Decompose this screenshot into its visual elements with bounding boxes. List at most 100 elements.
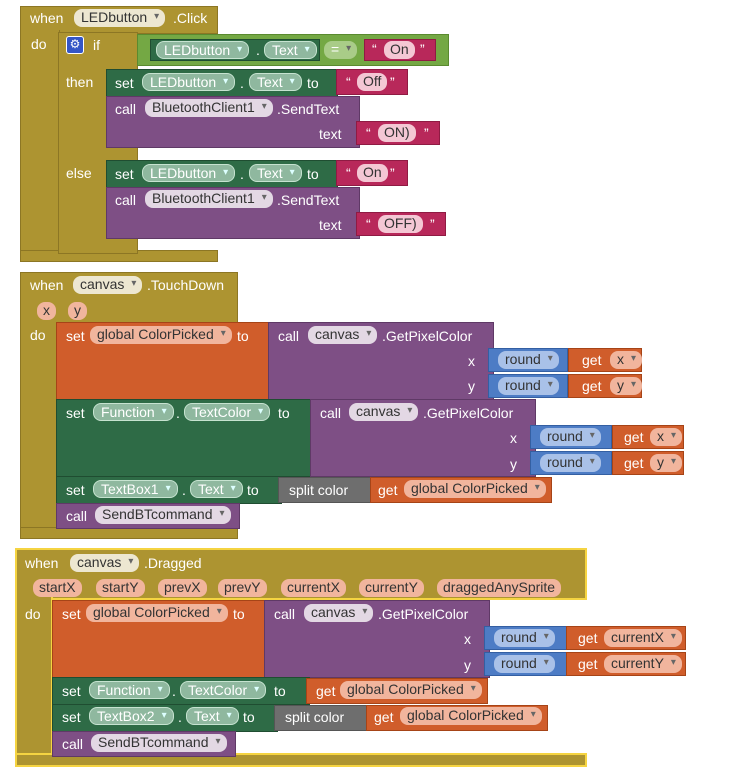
component-dropdown[interactable]: LEDbutton bbox=[74, 9, 166, 27]
td-text-dropdown[interactable]: Text bbox=[190, 480, 243, 498]
td-canvas-dropdown-2[interactable]: canvas bbox=[349, 403, 419, 421]
dr-textbox-dropdown[interactable]: TextBox2 bbox=[89, 707, 174, 725]
else-prop-dropdown[interactable]: Text bbox=[249, 164, 302, 182]
else-value[interactable]: On bbox=[357, 164, 388, 182]
dot-sep: . bbox=[240, 75, 244, 91]
else-client-dropdown[interactable]: BluetoothClient1 bbox=[145, 190, 273, 208]
get-label: get bbox=[624, 455, 644, 471]
then-send-value[interactable]: ON) bbox=[378, 124, 416, 142]
getpixel-call-block-2[interactable] bbox=[310, 399, 536, 477]
round-dropdown-y2[interactable]: round bbox=[540, 454, 601, 472]
to-label: to bbox=[307, 166, 319, 182]
dr-event-name: .Dragged bbox=[144, 555, 202, 571]
text-param-label: text bbox=[319, 217, 342, 233]
cond-value[interactable]: On bbox=[384, 41, 415, 59]
round-dropdown-y[interactable]: round bbox=[498, 377, 559, 395]
dr-textcolor-dropdown[interactable]: TextColor bbox=[180, 681, 267, 699]
round-dropdown-x[interactable]: round bbox=[498, 351, 559, 369]
td-component-dropdown[interactable]: canvas bbox=[73, 276, 143, 294]
do-label: do bbox=[31, 36, 47, 52]
x-param-label: x bbox=[510, 430, 517, 446]
set-label: set bbox=[115, 75, 134, 91]
get-y-dropdown[interactable]: y bbox=[610, 377, 642, 395]
then-value[interactable]: Off bbox=[357, 73, 388, 91]
param-currentY[interactable]: currentY bbox=[359, 579, 424, 597]
else-component-dropdown[interactable]: LEDbutton bbox=[142, 164, 236, 182]
param-currentX[interactable]: currentX bbox=[281, 579, 346, 597]
td-canvas-dropdown[interactable]: canvas bbox=[308, 326, 378, 344]
dr-get-y-dropdown[interactable]: currentY bbox=[604, 655, 682, 673]
dr-text-dropdown[interactable]: Text bbox=[186, 707, 239, 725]
call-label: call bbox=[66, 508, 88, 524]
dr-function-dropdown[interactable]: Function bbox=[89, 681, 170, 699]
dr-round-dropdown-x[interactable]: round bbox=[494, 629, 555, 647]
dr-round-dropdown-y[interactable]: round bbox=[494, 655, 555, 673]
dr-component-dropdown[interactable]: canvas bbox=[70, 554, 140, 572]
td-procedure-dropdown[interactable]: SendBTcommand bbox=[95, 506, 231, 524]
rq: ” bbox=[390, 74, 395, 90]
param-prevX[interactable]: prevX bbox=[158, 579, 207, 597]
cond-prop-dropdown[interactable]: Text bbox=[264, 41, 317, 59]
lq: “ bbox=[366, 216, 371, 232]
to-label: to bbox=[278, 405, 290, 421]
td-get-global-dropdown[interactable]: global ColorPicked bbox=[404, 480, 546, 498]
mutator-gear-icon[interactable]: ⚙ bbox=[66, 36, 84, 54]
y-param-label: y bbox=[510, 456, 517, 472]
get-label: get bbox=[582, 352, 602, 368]
dot-sep: . bbox=[240, 166, 244, 182]
to-label: to bbox=[307, 75, 319, 91]
then-prop-dropdown[interactable]: Text bbox=[249, 73, 302, 91]
when-label: when bbox=[25, 555, 59, 571]
to-label: to bbox=[237, 328, 249, 344]
get-x-dropdown-2[interactable]: x bbox=[650, 428, 682, 446]
when-label: when bbox=[30, 10, 64, 26]
td-function-dropdown[interactable]: Function bbox=[93, 403, 174, 421]
set-label: set bbox=[62, 606, 81, 622]
to-label: to bbox=[233, 606, 245, 622]
dr-getpixel-call-block[interactable] bbox=[264, 600, 490, 678]
set-label: set bbox=[62, 709, 81, 725]
else-send-value[interactable]: OFF) bbox=[378, 215, 423, 233]
split-color-block[interactable] bbox=[278, 477, 372, 503]
event-name: .Click bbox=[173, 10, 208, 26]
td-textbox-dropdown[interactable]: TextBox1 bbox=[93, 480, 178, 498]
get-y-dropdown-2[interactable]: y bbox=[650, 454, 682, 472]
do-label: do bbox=[30, 327, 46, 343]
touchdown-event-block[interactable] bbox=[20, 272, 238, 326]
getpixel-call-block[interactable] bbox=[268, 322, 494, 400]
split-color-label: split color bbox=[285, 709, 345, 725]
param-draggedAnySprite[interactable]: draggedAnySprite bbox=[437, 579, 562, 597]
dot-sep: . bbox=[182, 482, 186, 498]
set-label: set bbox=[115, 166, 134, 182]
then-method: .SendText bbox=[277, 101, 340, 117]
y-param-label: y bbox=[464, 657, 471, 673]
dr-get-x-dropdown[interactable]: currentX bbox=[604, 629, 682, 647]
param-prevY[interactable]: prevY bbox=[218, 579, 267, 597]
dr-canvas-dropdown[interactable]: canvas bbox=[304, 604, 374, 622]
then-component-dropdown[interactable]: LEDbutton bbox=[142, 73, 236, 91]
dr-get-global-dropdown[interactable]: global ColorPicked bbox=[340, 681, 482, 699]
dr-global-dropdown[interactable]: global ColorPicked bbox=[86, 604, 228, 622]
dr-get-global-dropdown-2[interactable]: global ColorPicked bbox=[400, 707, 542, 725]
else-method: .SendText bbox=[277, 192, 340, 208]
param-startX[interactable]: startX bbox=[33, 579, 82, 597]
cond-component-dropdown[interactable]: LEDbutton bbox=[156, 41, 250, 59]
dot-sep: . bbox=[172, 683, 176, 699]
rq: ” bbox=[424, 125, 429, 141]
call-label: call bbox=[115, 101, 137, 117]
td-global-dropdown[interactable]: global ColorPicked bbox=[90, 326, 232, 344]
param-startY[interactable]: startY bbox=[96, 579, 145, 597]
get-x-dropdown[interactable]: x bbox=[610, 351, 642, 369]
dr-procedure-dropdown[interactable]: SendBTcommand bbox=[91, 734, 227, 752]
param-x[interactable]: x bbox=[37, 302, 56, 320]
x-param-label: x bbox=[464, 631, 471, 647]
click-event-body bbox=[20, 30, 60, 260]
td-textcolor-dropdown[interactable]: TextColor bbox=[184, 403, 271, 421]
dr-split-color-block[interactable] bbox=[274, 705, 368, 731]
round-dropdown-x2[interactable]: round bbox=[540, 428, 601, 446]
compare-op-dropdown[interactable]: = bbox=[324, 41, 358, 59]
param-y[interactable]: y bbox=[68, 302, 87, 320]
get-label: get bbox=[624, 429, 644, 445]
then-client-dropdown[interactable]: BluetoothClient1 bbox=[145, 99, 273, 117]
call-label: call bbox=[278, 328, 300, 344]
